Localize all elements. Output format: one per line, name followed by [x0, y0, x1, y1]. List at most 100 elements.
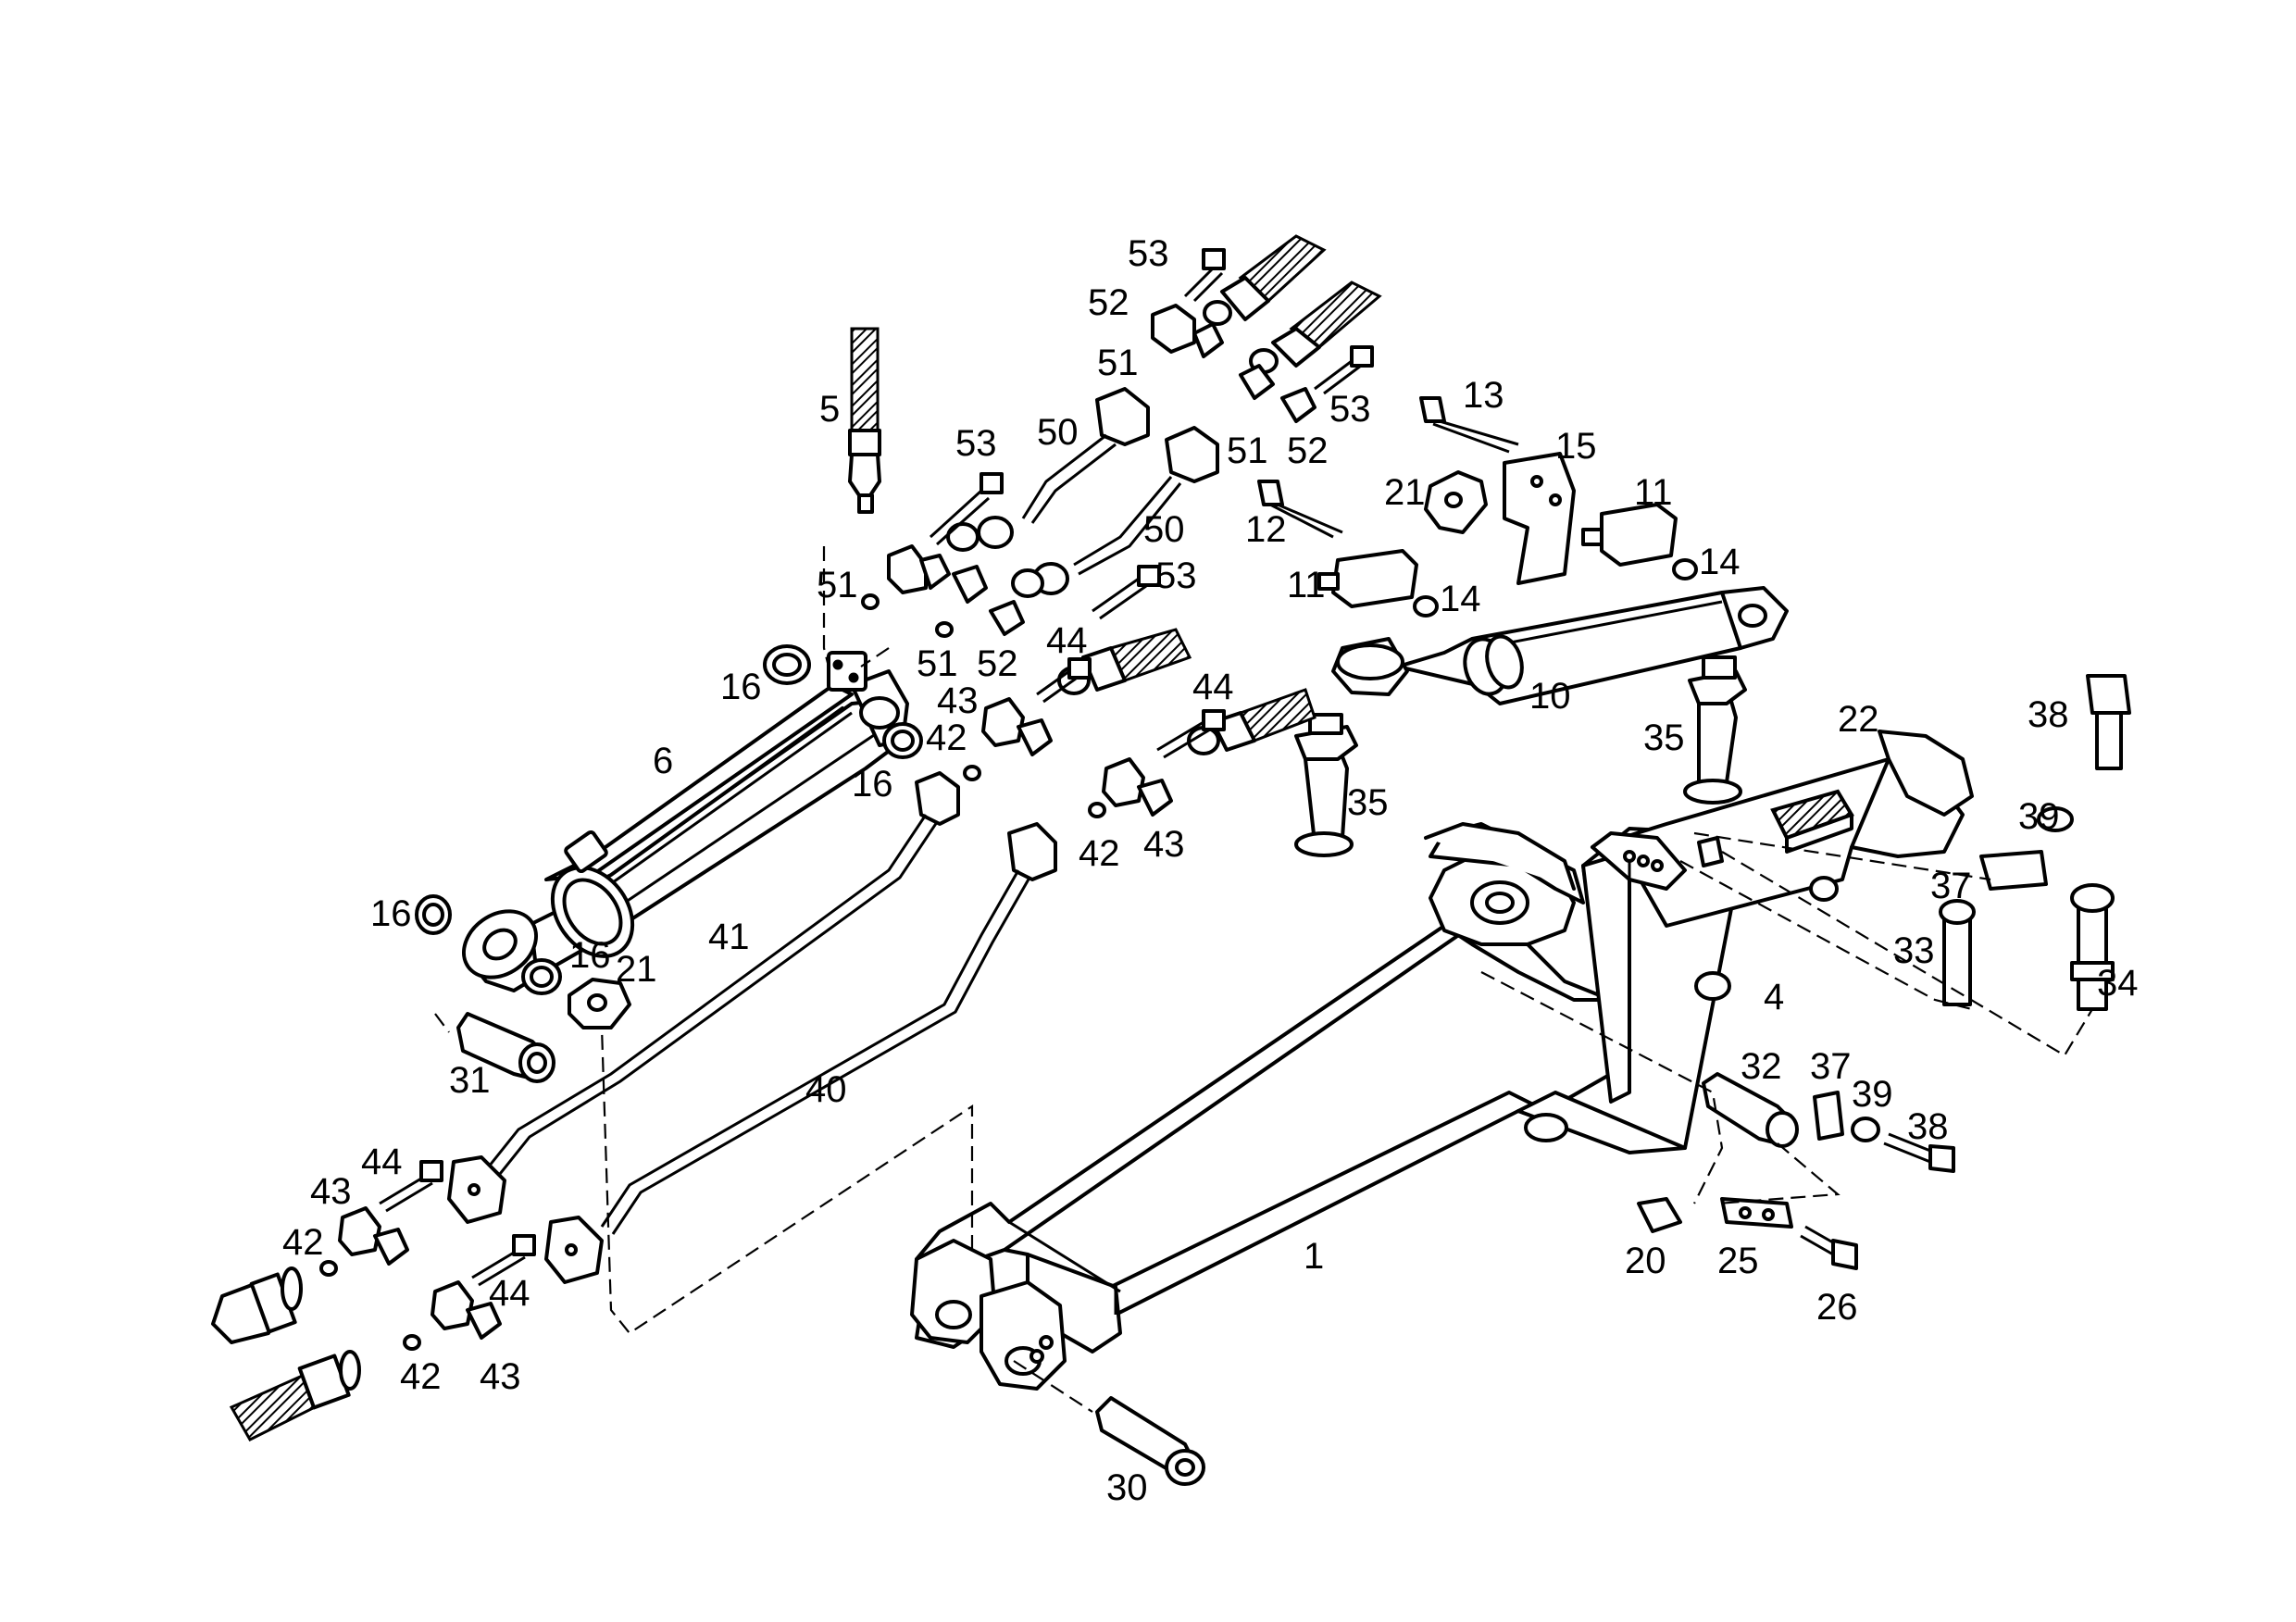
hose-5 — [848, 327, 881, 514]
bolt-38-lower — [1883, 1132, 1955, 1173]
pin-30 — [1095, 1396, 1205, 1486]
bolt-26 — [1800, 1225, 1858, 1270]
callout-20: 20 — [1625, 1241, 1666, 1281]
hose-mid-2 — [1187, 688, 1316, 755]
washer-14-left — [1413, 595, 1439, 618]
callout-53-c: 53 — [955, 423, 997, 464]
callout-16-c: 16 — [370, 893, 412, 934]
callout-44-c: 44 — [361, 1142, 403, 1182]
pin-31 — [456, 1012, 555, 1083]
callout-38-lower: 38 — [1907, 1106, 1949, 1147]
callout-14-left: 14 — [1440, 579, 1481, 619]
washer-14-right — [1672, 558, 1698, 580]
callout-6: 6 — [653, 741, 673, 781]
callout-53-b: 53 — [1329, 389, 1371, 430]
callout-34: 34 — [2097, 963, 2139, 1004]
callout-51-c: 51 — [817, 565, 858, 605]
callout-38-upper: 38 — [2028, 694, 2069, 735]
callout-51-b: 51 — [1227, 430, 1268, 471]
pipe-40 — [544, 822, 1057, 1284]
washer-39-upper — [2037, 806, 2074, 832]
callout-44-d: 44 — [489, 1273, 530, 1314]
callout-35-right: 35 — [1643, 717, 1685, 758]
hose-top-1 — [1203, 234, 1327, 326]
hose-top-2 — [1249, 281, 1382, 374]
callout-26: 26 — [1816, 1287, 1858, 1328]
callout-21-right: 21 — [1384, 472, 1426, 513]
callout-16-d: 16 — [569, 935, 611, 976]
callout-31: 31 — [449, 1060, 491, 1101]
pin-33 — [1939, 899, 1976, 1006]
pipe-50-lower — [1011, 426, 1219, 598]
bolt-13 — [1419, 396, 1519, 454]
callout-50-lower: 50 — [1143, 509, 1185, 550]
callout-42-b: 42 — [1079, 833, 1120, 874]
callout-51-a: 51 — [1097, 343, 1139, 383]
fitting-set-top — [1151, 248, 1374, 423]
pipe-50-upper — [946, 387, 1150, 552]
fitting-set-bottom-1 — [319, 1160, 443, 1277]
hose-bottom-2 — [229, 1350, 361, 1441]
callout-13: 13 — [1463, 375, 1504, 416]
bolt-12 — [1257, 480, 1343, 539]
part-25 — [1720, 1197, 1793, 1229]
fitting-set-bottom-2 — [403, 1234, 536, 1351]
clamp-21-right — [1424, 470, 1488, 534]
callout-37-upper: 37 — [1930, 866, 1972, 906]
pillar-35-left — [1294, 713, 1358, 857]
pin-34 — [2070, 883, 2115, 1011]
part-22-pad — [1697, 789, 1854, 867]
callout-40: 40 — [805, 1069, 847, 1110]
callout-39-upper: 39 — [2018, 796, 2060, 837]
callout-43-d: 43 — [480, 1356, 521, 1397]
clamp-21-left — [568, 978, 631, 1029]
fitting-set-51-53 — [861, 472, 1161, 638]
callout-50-upper: 50 — [1037, 412, 1079, 453]
callout-21-left: 21 — [616, 949, 657, 990]
bolt-38-upper — [2086, 674, 2131, 770]
callout-33: 33 — [1893, 930, 1935, 971]
callout-52-a: 52 — [1088, 282, 1129, 323]
valve-11-left — [1317, 549, 1418, 608]
fitting-set-43-44-lower — [1088, 709, 1226, 818]
valve-11-right — [1581, 503, 1678, 567]
callout-53-d: 53 — [1155, 555, 1197, 596]
callout-22: 22 — [1838, 699, 1879, 740]
washer-39-lower — [1851, 1117, 1880, 1142]
callout-43-a: 43 — [937, 680, 979, 721]
hose-bottom-1 — [211, 1266, 303, 1344]
callout-37-lower: 37 — [1810, 1046, 1852, 1087]
callout-35-left: 35 — [1347, 782, 1389, 823]
callout-44-a: 44 — [1046, 620, 1088, 661]
callout-5: 5 — [819, 389, 840, 430]
callout-43-b: 43 — [1143, 824, 1185, 865]
fitting-set-43-44-upper — [963, 657, 1092, 781]
pin-32 — [1702, 1072, 1799, 1148]
callout-52-c: 52 — [977, 643, 1018, 684]
pillar-35-right — [1683, 655, 1747, 805]
callout-11-right: 11 — [1634, 472, 1673, 513]
cylinder-6 — [462, 651, 909, 992]
cylinder-10 — [1331, 586, 1789, 705]
callout-12: 12 — [1245, 509, 1287, 550]
callout-16-a: 16 — [720, 667, 762, 707]
callout-43-c: 43 — [310, 1171, 352, 1212]
callout-30: 30 — [1106, 1467, 1148, 1508]
callout-39-lower: 39 — [1852, 1074, 1893, 1115]
callout-1: 1 — [1304, 1236, 1324, 1277]
callout-53-a: 53 — [1128, 233, 1169, 274]
pipe-41 — [447, 771, 960, 1224]
callout-11-left: 11 — [1287, 565, 1326, 605]
callout-42-c: 42 — [282, 1222, 324, 1263]
callout-4: 4 — [1764, 977, 1784, 1017]
part-20 — [1637, 1197, 1682, 1233]
callout-42-a: 42 — [926, 717, 967, 758]
callout-44-b: 44 — [1192, 667, 1234, 707]
callout-32: 32 — [1741, 1046, 1782, 1087]
leader-lines — [434, 546, 2093, 1413]
callout-42-d: 42 — [400, 1356, 442, 1397]
callout-14-right: 14 — [1699, 542, 1741, 582]
plate-37-lower — [1813, 1091, 1844, 1141]
callout-41: 41 — [708, 917, 750, 957]
